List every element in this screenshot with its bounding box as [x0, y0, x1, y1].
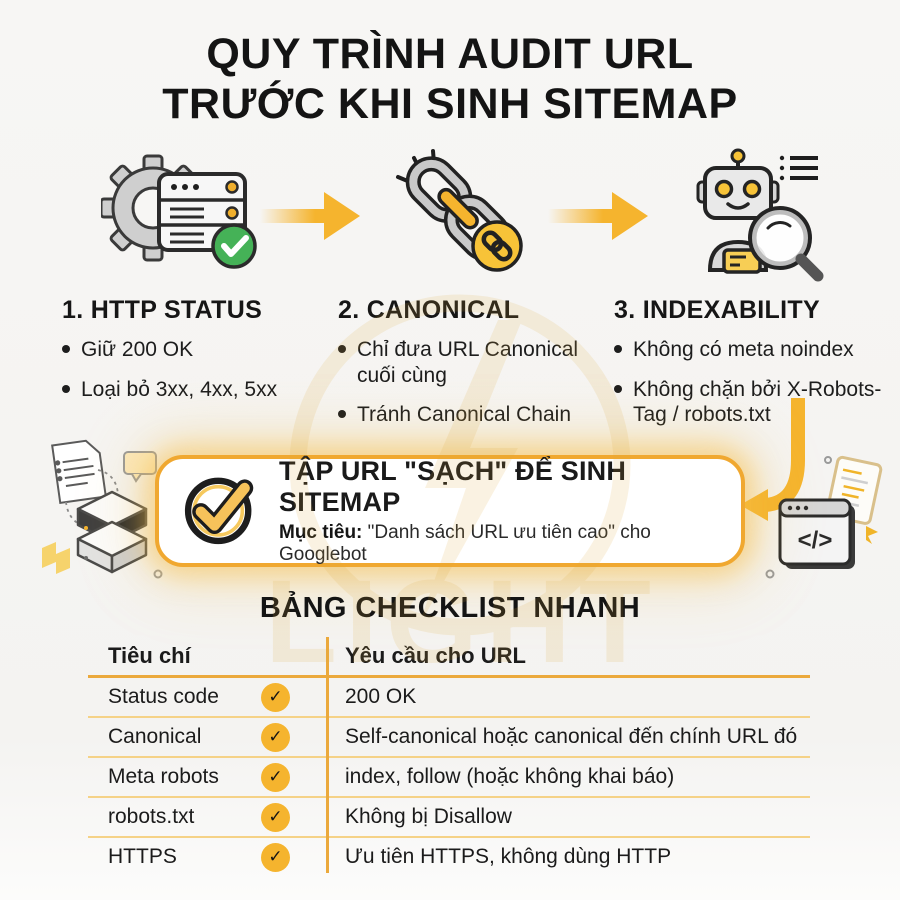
clean-url-callout: TẬP URL "SẠCH" ĐỂ SINH SITEMAP Mục tiêu:… — [155, 455, 745, 567]
chain-link-icon — [338, 146, 580, 286]
bullet-dot — [614, 345, 622, 353]
table-row: Canonical ✓ Self-canonical hoặc canonica… — [88, 718, 810, 758]
check-badge-icon: ✓ — [261, 802, 290, 832]
table-row: robots.txt ✓ Không bị Disallow — [88, 798, 810, 838]
step-bullets: Giữ 200 OK Loại bỏ 3xx, 4xx, 5xx — [62, 337, 300, 402]
bullet-dot — [614, 384, 622, 393]
bullet-dot — [338, 410, 346, 419]
list-glyph — [779, 155, 818, 181]
bullet-dot — [62, 345, 70, 353]
step-indexability: 3. INDEXABILITY Không có meta noindex Kh… — [614, 146, 892, 442]
callout-text: TẬP URL "SẠCH" ĐỂ SINH SITEMAP Mục tiêu:… — [279, 456, 723, 566]
bullet-text: Không có meta noindex — [633, 338, 854, 361]
table-header-row: Tiêu chí Yêu cầu cho URL — [88, 637, 810, 678]
requirement-cell: Không bị Disallow — [345, 805, 512, 828]
table-column-divider — [326, 637, 329, 873]
table-row: HTTPS ✓ Ưu tiên HTTPS, không dùng HTTP — [88, 838, 810, 876]
page-title-line2: TRƯỚC KHI SINH SITEMAP — [162, 79, 738, 128]
page-title: QUY TRÌNH AUDIT URL TRƯỚC KHI SINH SITEM… — [0, 30, 900, 130]
step-canonical: 2. CANONICAL Chỉ đưa URL Canonical cuối … — [338, 146, 580, 442]
bullet-text: Tránh Canonical Chain — [357, 403, 572, 427]
step-bullets: Không có meta noindex Không chặn bởi X-R… — [614, 337, 892, 428]
step-label: 1. HTTP STATUS — [62, 296, 263, 324]
flow-arrow-icon — [548, 188, 650, 249]
check-badge-icon: ✓ — [261, 842, 290, 872]
criterion-cell: Status code ✓ — [88, 682, 327, 712]
code-glyph: </> — [798, 527, 833, 554]
bullet-text: Chỉ đưa URL Canonical cuối cùng — [357, 338, 579, 387]
step-label: 2. CANONICAL — [338, 296, 520, 324]
step-label: 3. INDEXABILITY — [614, 296, 820, 324]
table-row: Meta robots ✓ index, follow (hoặc không … — [88, 758, 810, 798]
requirement-cell: 200 OK — [345, 685, 417, 708]
requirement-cell: index, follow (hoặc không khai báo) — [345, 765, 675, 788]
code-window-arrow-illustration-icon: </> — [740, 391, 895, 608]
callout-goal-text: "Danh sách URL ưu tiên cao" cho Googlebo… — [279, 522, 651, 565]
gear-server-check-icon — [62, 146, 300, 286]
bullet-item: Giữ 200 OK — [62, 337, 300, 363]
check-badge-icon: ✓ — [261, 682, 290, 712]
check-badge-icon: ✓ — [261, 722, 290, 752]
checklist-heading: BẢNG CHECKLIST NHANH — [259, 592, 641, 624]
documents-server-illustration-icon — [28, 430, 176, 597]
criterion-label: Status code — [108, 685, 219, 708]
column-header-requirement: Yêu cầu cho URL — [345, 643, 526, 668]
requirement-cell: Ưu tiên HTTPS, không dùng HTTP — [345, 845, 672, 868]
bullet-item: Chỉ đưa URL Canonical cuối cùng — [338, 337, 580, 388]
criterion-label: Meta robots — [108, 765, 219, 788]
criterion-label: HTTPS — [108, 845, 177, 868]
circle-check-icon — [179, 468, 261, 555]
bullet-item: Tránh Canonical Chain — [338, 402, 580, 428]
bullet-dot — [338, 345, 346, 353]
bullet-text: Không chặn bởi X-Robots-Tag / robots.txt — [633, 377, 882, 427]
step-bullets: Chỉ đưa URL Canonical cuối cùng Tránh Ca… — [338, 337, 580, 428]
criterion-cell: Meta robots ✓ — [88, 762, 327, 792]
callout-goal-label: Mục tiêu: — [279, 522, 363, 543]
criterion-label: robots.txt — [108, 805, 195, 828]
table-row: Status code ✓ 200 OK — [88, 678, 810, 718]
robot-magnifier-icon — [614, 146, 892, 286]
criterion-cell: HTTPS ✓ — [88, 842, 327, 872]
callout-title: TẬP URL "SẠCH" ĐỂ SINH SITEMAP — [279, 456, 627, 517]
criterion-cell: robots.txt ✓ — [88, 802, 327, 832]
step-http-status: 1. HTTP STATUS Giữ 200 OK Loại bỏ 3xx, 4… — [62, 146, 300, 416]
criterion-cell: Canonical ✓ — [88, 722, 327, 752]
flow-arrow-icon — [260, 188, 362, 249]
checklist-table: Tiêu chí Yêu cầu cho URL Status code ✓ 2… — [88, 637, 810, 876]
bullet-item: Không có meta noindex — [614, 337, 892, 363]
bullet-item: Không chặn bởi X-Robots-Tag / robots.txt — [614, 377, 892, 428]
bullet-dot — [62, 384, 70, 393]
bullet-item: Loại bỏ 3xx, 4xx, 5xx — [62, 377, 300, 403]
requirement-cell: Self-canonical hoặc canonical đến chính … — [345, 725, 798, 748]
check-badge-icon: ✓ — [261, 762, 290, 792]
bullet-text: Giữ 200 OK — [81, 338, 194, 361]
bullet-text: Loại bỏ 3xx, 4xx, 5xx — [81, 377, 278, 401]
callout-subtitle: Mục tiêu: "Danh sách URL ưu tiên cao" ch… — [279, 522, 723, 566]
column-header-criterion: Tiêu chí — [108, 643, 191, 668]
page-title-line1: QUY TRÌNH AUDIT URL — [206, 30, 694, 78]
criterion-label: Canonical — [108, 725, 202, 748]
